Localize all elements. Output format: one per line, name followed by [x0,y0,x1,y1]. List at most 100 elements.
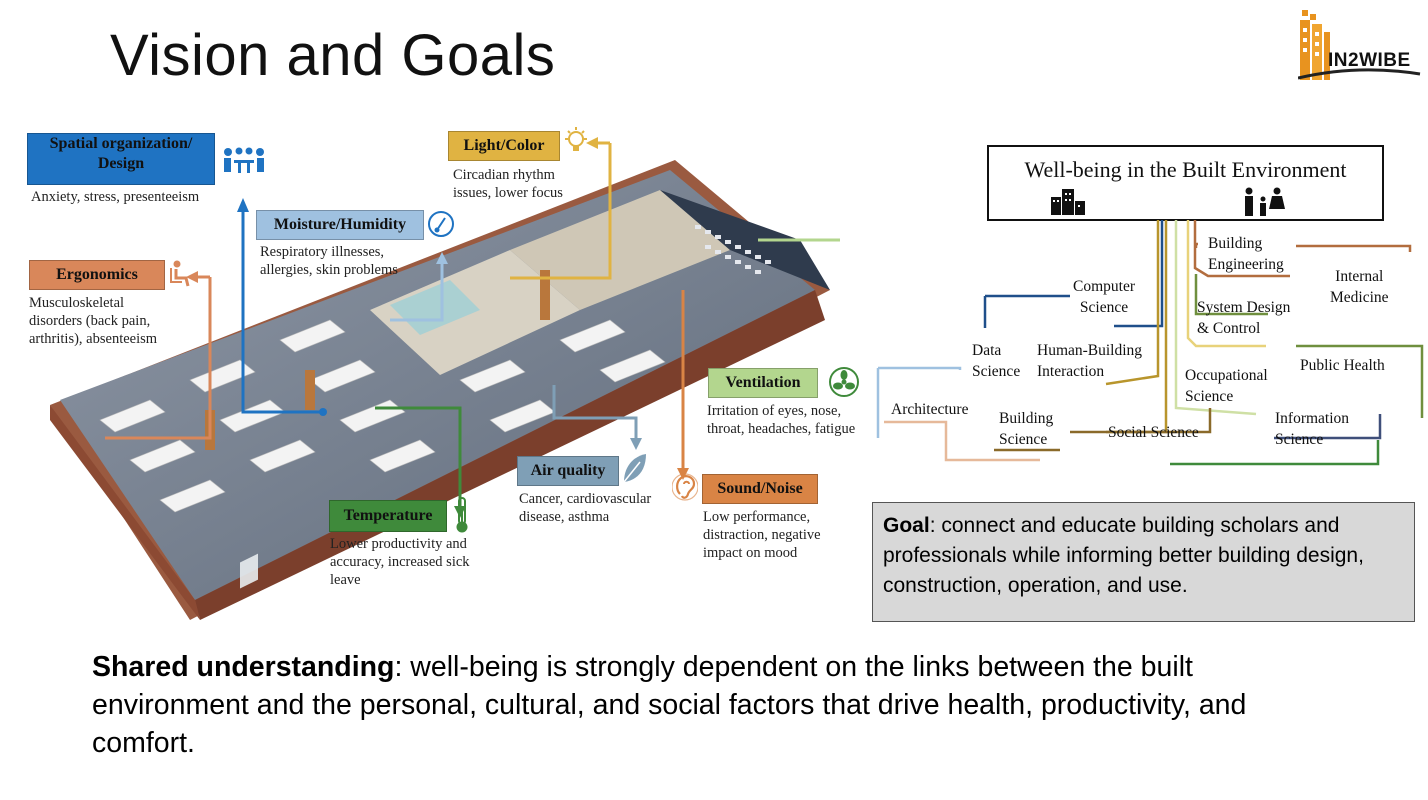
shared-understanding: Shared understanding: well-being is stro… [92,648,1322,762]
hygrometer-icon [427,210,455,243]
goal-box: Goal: connect and educate building schol… [872,502,1415,622]
discipline-line: Engineering [1208,256,1284,273]
seated-person-icon [168,260,194,293]
office-floorplan-illustration [40,120,854,620]
discipline-line: Medicine [1330,289,1389,306]
factor-ventilation-text: Ventilation [725,374,801,391]
isometric-office-image [50,137,854,620]
factor-spatial-label: Spatial organization/ Design [27,133,215,185]
factor-ventilation-desc: Irritation of eyes, nose, throat, headac… [707,402,855,438]
discipline-information-science: Information Science [1275,408,1349,450]
discipline-line: System Design [1197,299,1291,316]
factor-light-label: Light/Color [448,131,560,161]
discipline-building-science: Building Science [999,408,1053,450]
factor-desc-line: impact on mood [703,545,798,561]
fan-icon [828,366,860,403]
factor-moisture-label: Moisture/Humidity [256,210,424,240]
factor-desc-line: arthritis), absenteeism [29,331,158,347]
discipline-line: Occupational [1185,367,1268,384]
discipline-occupational-science: Occupational Science [1185,365,1268,407]
factor-ergonomics-desc: Musculoskeletal disorders (back pain, ar… [29,294,157,348]
discipline-line: Architecture [891,401,969,418]
discipline-internal-medicine: Internal Medicine [1330,266,1389,308]
factor-desc-line: throat, headaches, fatigue [707,421,856,437]
discipline-line: Interaction [1037,363,1105,380]
leaf-icon [620,452,648,491]
discipline-line: Building [1208,235,1263,252]
factor-desc-line: Lower productivity and [330,536,467,552]
factor-temperature-label: Temperature [329,500,447,532]
factor-desc-line: Anxiety, stress, presenteeism [31,189,200,205]
discipline-line: Computer [1073,278,1135,295]
factor-sound-label: Sound/Noise [702,474,818,504]
lightbulb-icon [562,126,590,163]
thermometer-icon [452,496,472,539]
family-icon [1245,187,1285,216]
shared-lead: Shared understanding [92,651,395,683]
discipline-line: & Control [1197,320,1261,337]
factor-sound-desc: Low performance, distraction, negative i… [703,508,821,562]
factor-air-label: Air quality [517,456,619,486]
factor-ergonomics-label: Ergonomics [29,260,165,290]
factor-temperature-desc: Lower productivity and accuracy, increas… [330,535,470,589]
factor-temperature-text: Temperature [343,507,433,524]
discipline-building-engineering: Building Engineering [1208,233,1284,275]
page-title: Vision and Goals [110,23,556,88]
discipline-line: Science [972,363,1021,380]
wellbeing-title: Well-being in the Built Environment [1024,157,1347,182]
discipline-line: Social Science [1108,424,1199,441]
ear-icon [671,472,699,507]
logo-text: IN2WIBE [1328,50,1411,71]
discipline-line: Public Health [1300,357,1385,374]
discipline-line: Building [999,410,1054,427]
factor-air-desc: Cancer, cardiovascular disease, asthma [519,490,651,526]
factor-desc-line: allergies, skin problems [260,262,398,278]
city-buildings-icon [1051,189,1085,215]
factor-desc-line: Irritation of eyes, nose, [707,403,842,419]
meeting-people-icon [220,146,268,181]
factor-desc-line: Circadian rhythm [453,167,555,183]
factor-desc-line: Cancer, cardiovascular [519,491,652,507]
discipline-line: Science [999,431,1048,448]
in2wibe-logo: IN2WIBE [1297,8,1422,84]
factor-desc-line: Respiratory illnesses, [260,244,385,260]
factor-desc-line: Musculoskeletal [29,295,125,311]
factor-desc-line: Low performance, [703,509,811,525]
discipline-connector-lines [876,220,1424,466]
factor-ergonomics-text: Ergonomics [56,266,138,283]
discipline-computer-science: Computer Science [1073,276,1135,318]
discipline-line: Internal [1335,268,1384,285]
shared-text: : well-being is strongly dependent on th… [92,651,1247,759]
factor-sound-text: Sound/Noise [717,480,803,497]
goal-lead: Goal [883,514,930,537]
factor-desc-line: accuracy, increased sick [330,554,470,570]
discipline-human-building: Human-Building Interaction [1037,340,1142,382]
factor-desc-line: issues, lower focus [453,185,563,201]
discipline-line: Science [1275,431,1324,448]
wellbeing-title-box: Well-being in the Built Environment [987,145,1384,221]
factor-desc-line: disease, asthma [519,509,610,525]
discipline-line: Science [1185,388,1234,405]
discipline-line: Human-Building [1037,342,1143,359]
discipline-line: Information [1275,410,1350,427]
discipline-system-design: System Design & Control [1197,297,1290,339]
factor-light-text: Light/Color [463,137,545,154]
factor-desc-line: disorders (back pain, [29,313,151,329]
factor-spatial-desc: Anxiety, stress, presenteeism [31,188,199,206]
factor-moisture-text: Moisture/Humidity [273,216,407,233]
discipline-architecture: Architecture [891,399,968,420]
factor-light-desc: Circadian rhythm issues, lower focus [453,166,563,202]
factor-desc-line: leave [330,572,361,588]
factor-desc-line: distraction, negative [703,527,821,543]
discipline-data-science: Data Science [972,340,1020,382]
discipline-public-health: Public Health [1300,355,1385,376]
factor-ventilation-label: Ventilation [708,368,818,398]
factor-air-text: Air quality [530,462,606,479]
factor-spatial-line2: Design [97,155,145,172]
discipline-social-science: Social Science [1108,422,1199,443]
discipline-line: Data [972,342,1002,359]
building-logo-icon [1297,10,1421,80]
goal-text: : connect and educate building scholars … [883,514,1364,597]
factor-moisture-desc: Respiratory illnesses, allergies, skin p… [260,243,398,279]
discipline-line: Science [1079,299,1129,316]
